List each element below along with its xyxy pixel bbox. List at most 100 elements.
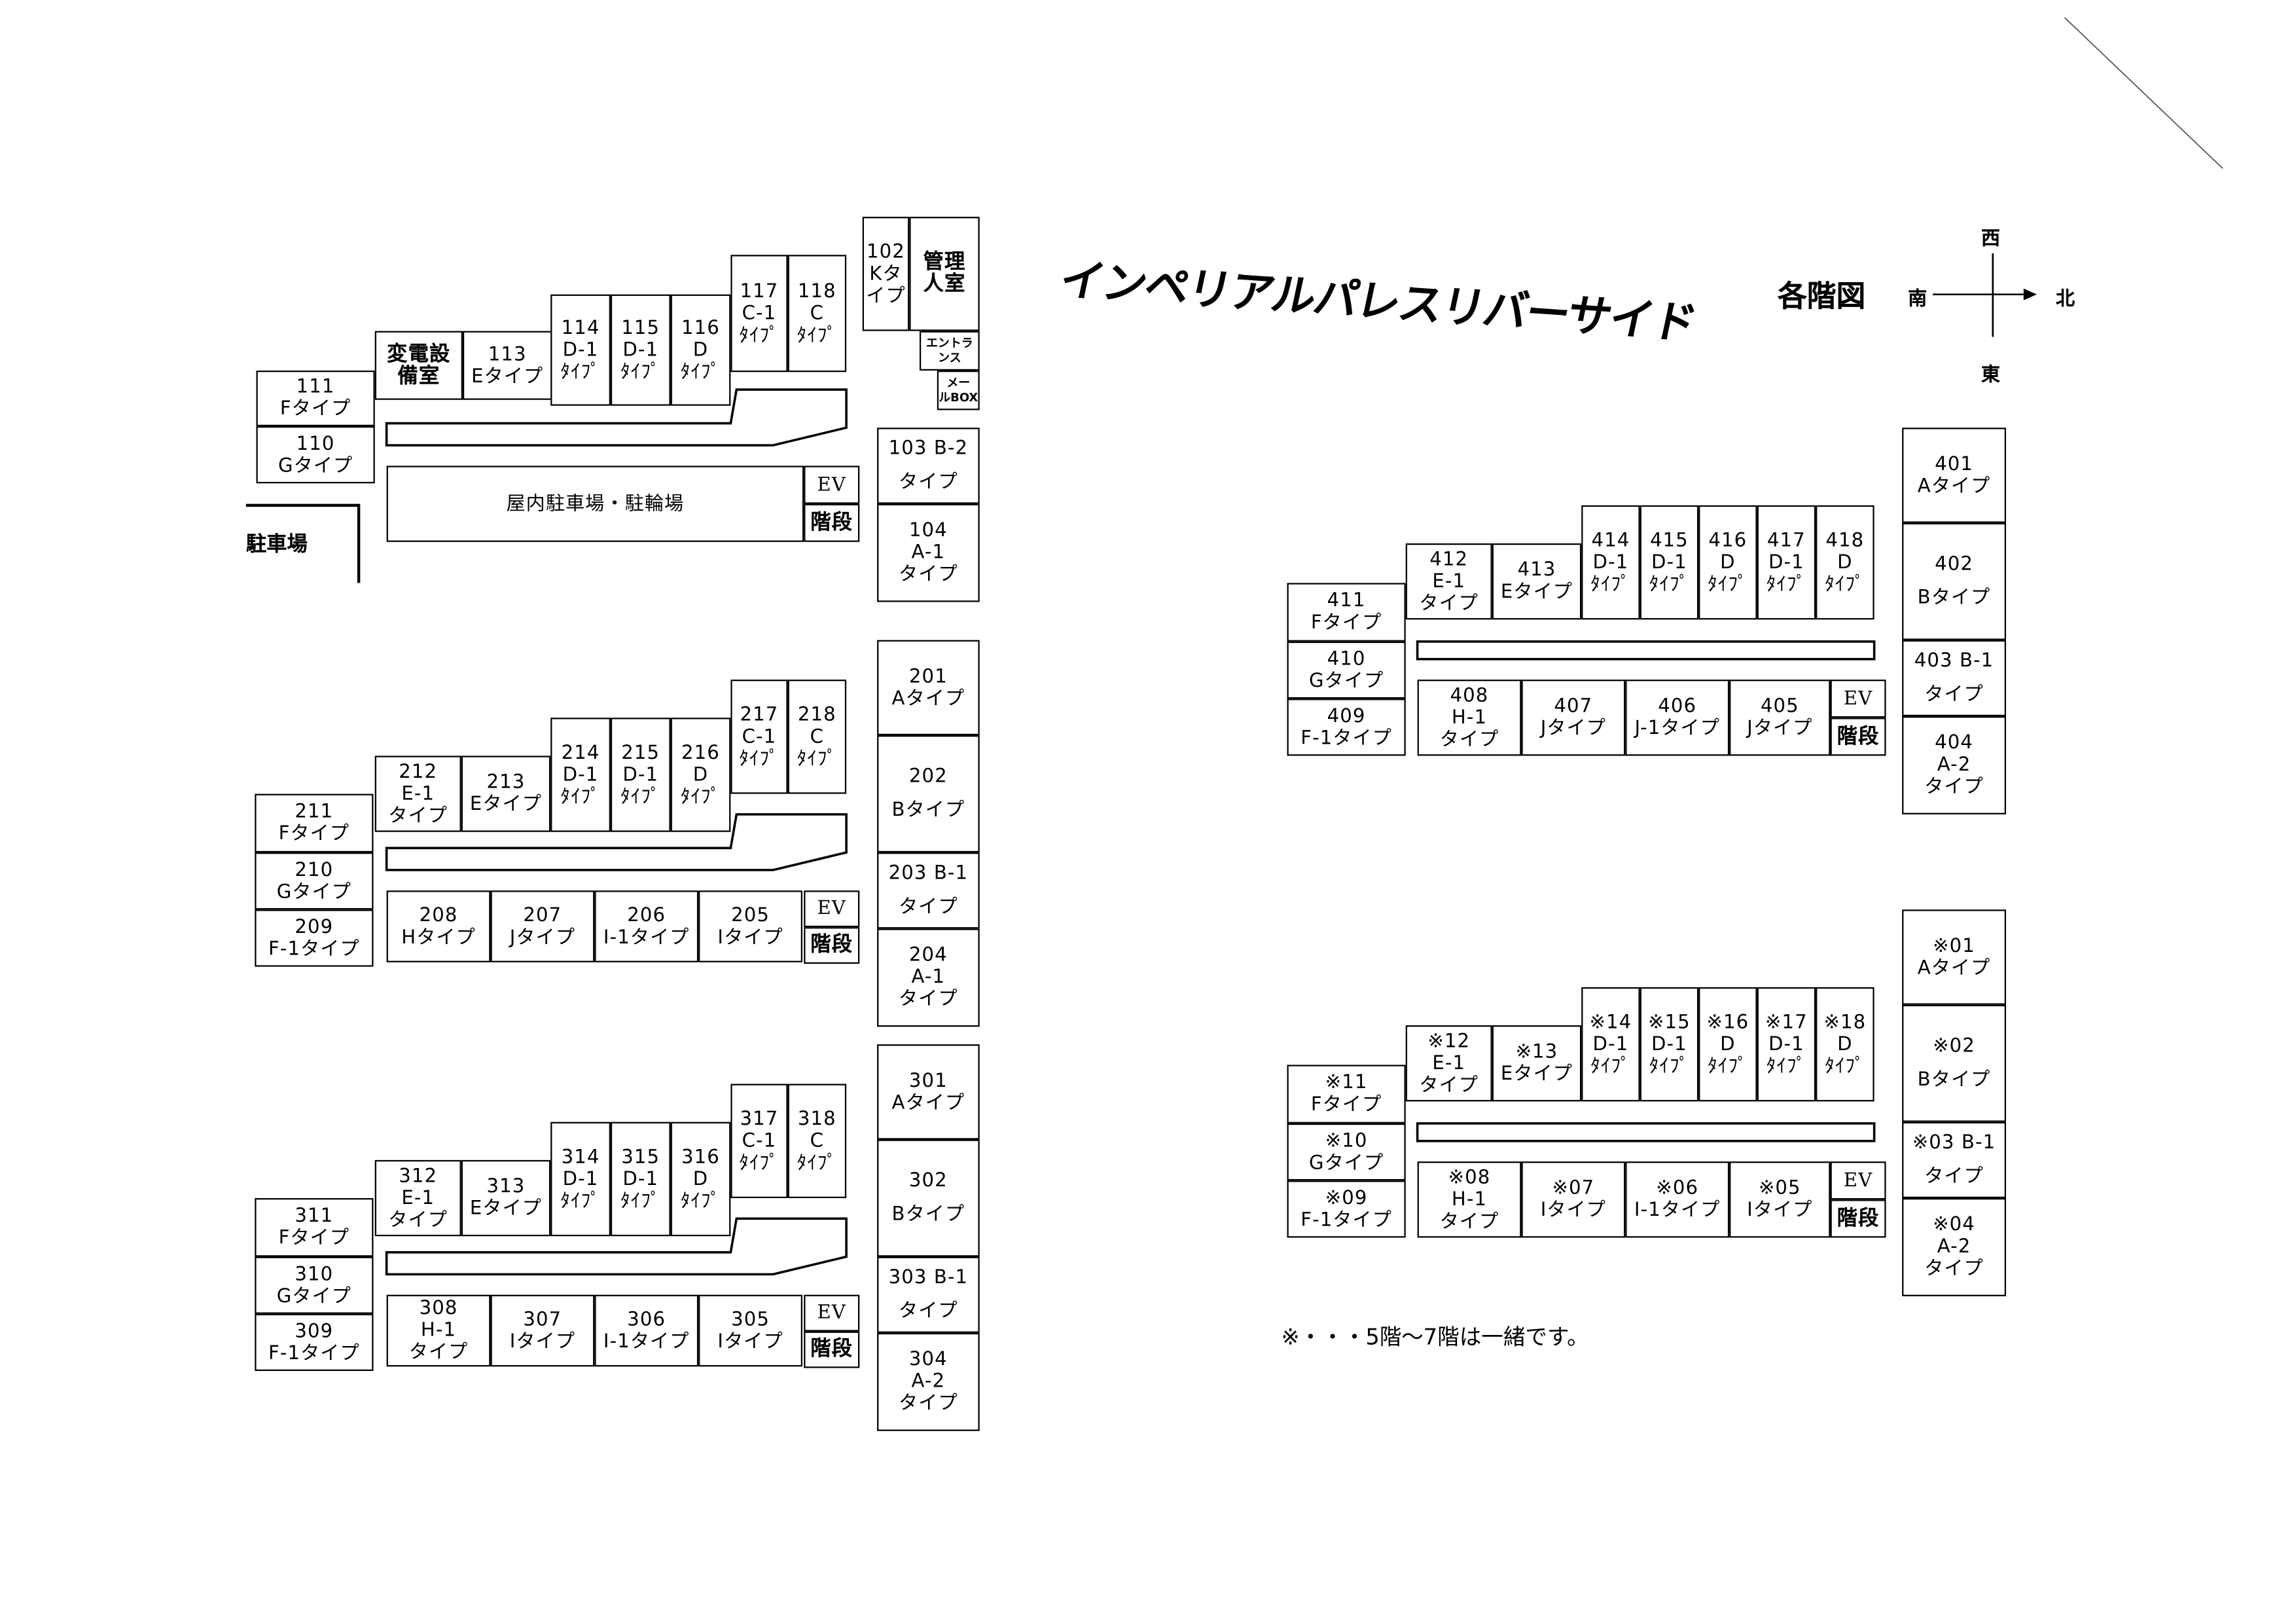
room-label-line: エントラ <box>926 336 973 350</box>
room-label-line: Iタイプ <box>717 1330 783 1353</box>
room-label-line: タイプ <box>1924 684 1984 706</box>
room-label-line: ※14 <box>1589 1011 1632 1034</box>
room-label-line: 202 <box>908 766 948 788</box>
room-label-line: ※17 <box>1765 1011 1808 1034</box>
scan-mark <box>2064 17 2223 169</box>
room-label-line: 103 B-2 <box>888 437 969 460</box>
room-label-line: 315 <box>621 1146 660 1169</box>
room-label-line: 117 <box>740 280 779 302</box>
corridor <box>1416 1122 1876 1142</box>
room-label-line: Bタイプ <box>1917 587 1991 610</box>
room-label-line: 301 <box>908 1070 948 1092</box>
room-label-line: ※12 <box>1427 1030 1471 1053</box>
room-label-line: 314 <box>561 1146 600 1169</box>
room-label-line: EV <box>817 473 846 496</box>
room-label-line: 216 <box>681 742 720 764</box>
room-label-line: D-1 <box>562 763 599 786</box>
room-label-line: タイプ <box>388 1209 448 1231</box>
room-label-line: 人室 <box>923 272 966 296</box>
room-label-line: ※09 <box>1325 1187 1368 1209</box>
room-label-line: D-1 <box>1592 551 1629 574</box>
room-label-line: 313 <box>486 1176 526 1199</box>
room-label-line: ﾀｲﾌﾟ <box>680 361 721 384</box>
room-label-line: Iタイプ <box>1540 1199 1607 1222</box>
room-label-line: 410 <box>1327 647 1366 670</box>
room-label-line: タイプ <box>1419 1074 1479 1097</box>
elevator: EV <box>804 1294 860 1332</box>
corridor <box>385 1217 848 1276</box>
room-label-line: 116 <box>681 317 720 339</box>
compass-north: 北 <box>2056 288 2075 311</box>
room-label-line: Gタイプ <box>278 454 353 477</box>
compass-arrow-icon <box>2023 288 2037 301</box>
room-label-line: メー <box>946 375 971 389</box>
room-label-line: ※10 <box>1325 1129 1368 1152</box>
room-label-line: 111 <box>296 376 335 399</box>
room-label-line: 407 <box>1554 695 1593 718</box>
room-label-line: ﾀｲﾌﾟ <box>1825 573 1865 596</box>
room-label-line: 備室 <box>397 363 440 388</box>
room-label-line: ﾀｲﾌﾟ <box>680 786 721 808</box>
room-label-line: 115 <box>621 317 660 339</box>
room-label-line: タイプ <box>899 896 958 919</box>
room-label-line: イプ <box>866 285 906 307</box>
room-label-line: ﾀｲﾌﾟ <box>680 1190 721 1213</box>
room-label-line: 311 <box>295 1205 334 1228</box>
room-label-line: タイプ <box>1924 776 1984 799</box>
room-label-line: ﾀｲﾌﾟ <box>620 1190 661 1213</box>
room-label-line: D-1 <box>562 338 599 361</box>
elevator: EV <box>804 465 860 504</box>
room-label-line: ﾀｲﾌﾟ <box>797 1152 838 1175</box>
stairs: 階段 <box>1830 1199 1886 1238</box>
room-label-line: ﾀｲﾌﾟ <box>1708 573 1748 596</box>
room-label-line: D <box>692 763 709 786</box>
room-label-line: 212 <box>399 761 438 783</box>
room-label-line: Gタイプ <box>276 881 351 903</box>
room-label-line: ﾀｲﾌﾟ <box>1766 1055 1807 1078</box>
room-label-line: 階段 <box>810 1337 853 1361</box>
room-label-line: 102 <box>867 241 905 263</box>
room-label-line: EV <box>817 898 846 920</box>
room-label-line: 210 <box>295 859 334 881</box>
room-label-line: 414 <box>1591 529 1630 552</box>
room-label-line: Eタイプ <box>1500 1063 1573 1085</box>
room-label-line: 214 <box>561 742 600 764</box>
room-label-line: A-2 <box>1937 754 1971 776</box>
room-label-line: 415 <box>1649 529 1689 552</box>
room-label-line: ※18 <box>1823 1011 1867 1034</box>
room-変電設: 変電設備室 <box>374 331 463 400</box>
room-label-line: C-1 <box>742 302 777 325</box>
room-label-line: 306 <box>627 1308 666 1331</box>
room-label-line: Gタイプ <box>276 1285 351 1307</box>
room-label-line: 405 <box>1760 695 1799 718</box>
room-label-line: ﾀｲﾌﾟ <box>739 324 780 347</box>
room-label-line: ンス <box>938 350 961 364</box>
room-label-line: 417 <box>1767 529 1806 552</box>
elevator: EV <box>1830 1161 1886 1200</box>
room-label-line: Jタイプ <box>1747 718 1813 740</box>
room-label-line: Fタイプ <box>278 823 350 845</box>
room-label-line: Aタイプ <box>891 687 965 710</box>
room-label-line: タイプ <box>1924 1165 1984 1188</box>
